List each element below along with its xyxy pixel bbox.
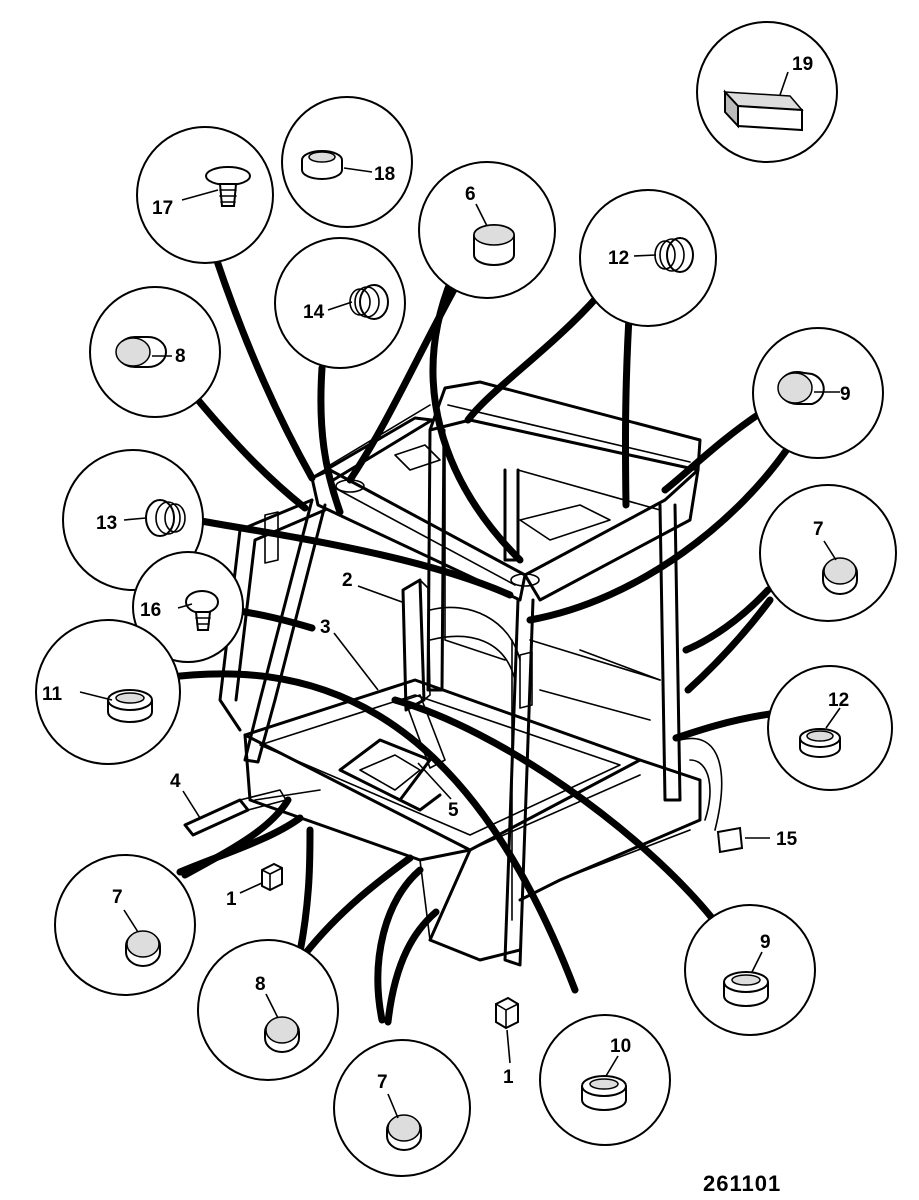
callout-19: 19 [696,21,838,163]
frame-label: 2 [342,570,353,591]
callout-7-left: 7 [54,854,196,996]
callout-8-bottom: 8 [197,939,339,1081]
callout-label: 7 [112,887,123,908]
callout-label: 12 [608,248,629,269]
callout-label: 7 [377,1072,388,1093]
callout-9-bottom-right: 9 [684,904,816,1036]
callout-17: 17 [136,126,274,264]
callout-label: 13 [96,513,117,534]
callout-label: 14 [303,302,325,323]
callout-6: 6 [418,161,556,299]
frame-label: 3 [320,617,331,638]
callout-8-top: 8 [89,286,221,418]
cab-frame [183,380,744,967]
cube-part [495,996,519,1030]
frame-label: 5 [448,800,459,821]
cube-part [261,862,283,892]
callout-label: 9 [840,384,851,405]
callout-label: 18 [374,164,395,185]
callout-label: 8 [175,346,186,367]
callout-label: 19 [792,54,813,75]
callout-label: 12 [828,690,849,711]
pointer-lines [182,585,770,1064]
callout-16: 16 [132,551,244,663]
callout-label: 11 [42,684,63,705]
callout-label: 7 [813,519,824,540]
callout-12-right: 12 [767,665,893,791]
callout-7-bottom: 7 [333,1039,471,1177]
callout-label: 16 [140,600,161,621]
figure-number: 261101 [703,1171,781,1196]
frame-label: 1 [226,889,237,910]
callout-18: 18 [281,96,413,228]
frame-label: 1 [503,1067,514,1088]
callout-label: 10 [610,1036,631,1057]
callout-10: 10 [539,1014,671,1146]
frame-label: 15 [776,829,798,850]
callout-label: 6 [465,184,476,205]
callout-14: 14 [274,237,406,369]
frame-label: 4 [170,771,181,792]
callout-9-top: 9 [752,327,884,459]
callout-label: 8 [255,974,266,995]
callout-label: 17 [152,198,173,219]
callout-12-top: 12 [579,189,717,327]
callout-11: 11 [35,619,181,765]
callout-label: 9 [760,932,771,953]
callout-7-top-right: 7 [759,484,897,622]
